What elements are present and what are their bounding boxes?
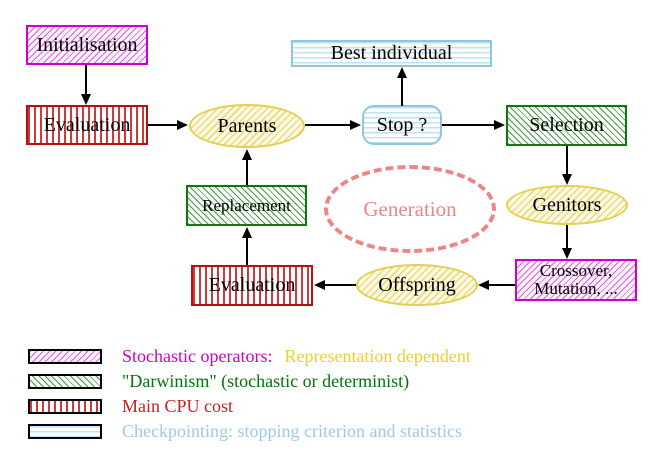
node-genitors: Genitors — [506, 185, 628, 225]
node-stop: Stop ? — [362, 105, 442, 145]
legend-swatch-green-hatch — [28, 374, 102, 389]
node-replacement: Replacement — [186, 185, 307, 226]
legend-row-darwinism: "Darwinism" (stochastic or determinist) — [28, 371, 409, 392]
legend-swatch-cyan-stripes — [28, 424, 102, 439]
node-selection-label: Selection — [529, 114, 604, 136]
legend-label-stochastic-operators: Stochastic operators: — [122, 346, 273, 366]
legend-label-main-cpu-cost: Main CPU cost — [122, 396, 234, 416]
node-initialisation-label: Initialisation — [36, 33, 138, 56]
node-offspring-label: Offspring — [378, 273, 456, 296]
node-initialisation: Initialisation — [26, 25, 148, 65]
node-generation: Generation — [324, 165, 496, 253]
node-parents: Parents — [189, 104, 305, 148]
node-replacement-label: Replacement — [202, 195, 291, 215]
legend-row-checkpointing: Checkpointing: stopping criterion and st… — [28, 421, 462, 442]
legend-swatch-magenta-hatch — [28, 349, 102, 364]
node-offspring: Offspring — [356, 264, 478, 306]
node-crossover-mutation: Crossover, Mutation, ... — [515, 259, 637, 301]
node-best-individual: Best individual — [291, 40, 492, 67]
legend-label-representation-dependent: Representation dependent — [284, 346, 471, 366]
node-parents-label: Parents — [217, 114, 277, 137]
legend-label-darwinism: "Darwinism" (stochastic or determinist) — [122, 371, 410, 391]
node-evaluation-top-label: Evaluation — [43, 113, 131, 136]
legend-label-checkpointing: Checkpointing: stopping criterion and st… — [122, 421, 462, 441]
legend-swatch-red-stripes — [28, 399, 102, 414]
node-mutation-label: Mutation, ... — [534, 279, 618, 298]
node-evaluation-bottom: Evaluation — [191, 265, 313, 306]
node-best-individual-label: Best individual — [330, 42, 453, 64]
node-selection: Selection — [506, 105, 627, 146]
node-evaluation-top: Evaluation — [26, 105, 148, 145]
legend-row-main-cpu-cost: Main CPU cost — [28, 396, 233, 417]
node-crossover-label: Crossover, — [539, 261, 613, 281]
node-stop-label: Stop ? — [376, 113, 428, 136]
node-generation-label: Generation — [363, 196, 457, 221]
node-evaluation-bottom-label: Evaluation — [208, 274, 296, 296]
node-genitors-label: Genitors — [532, 193, 602, 216]
legend-row-stochastic-operators: Stochastic operators: Representation dep… — [28, 346, 471, 367]
